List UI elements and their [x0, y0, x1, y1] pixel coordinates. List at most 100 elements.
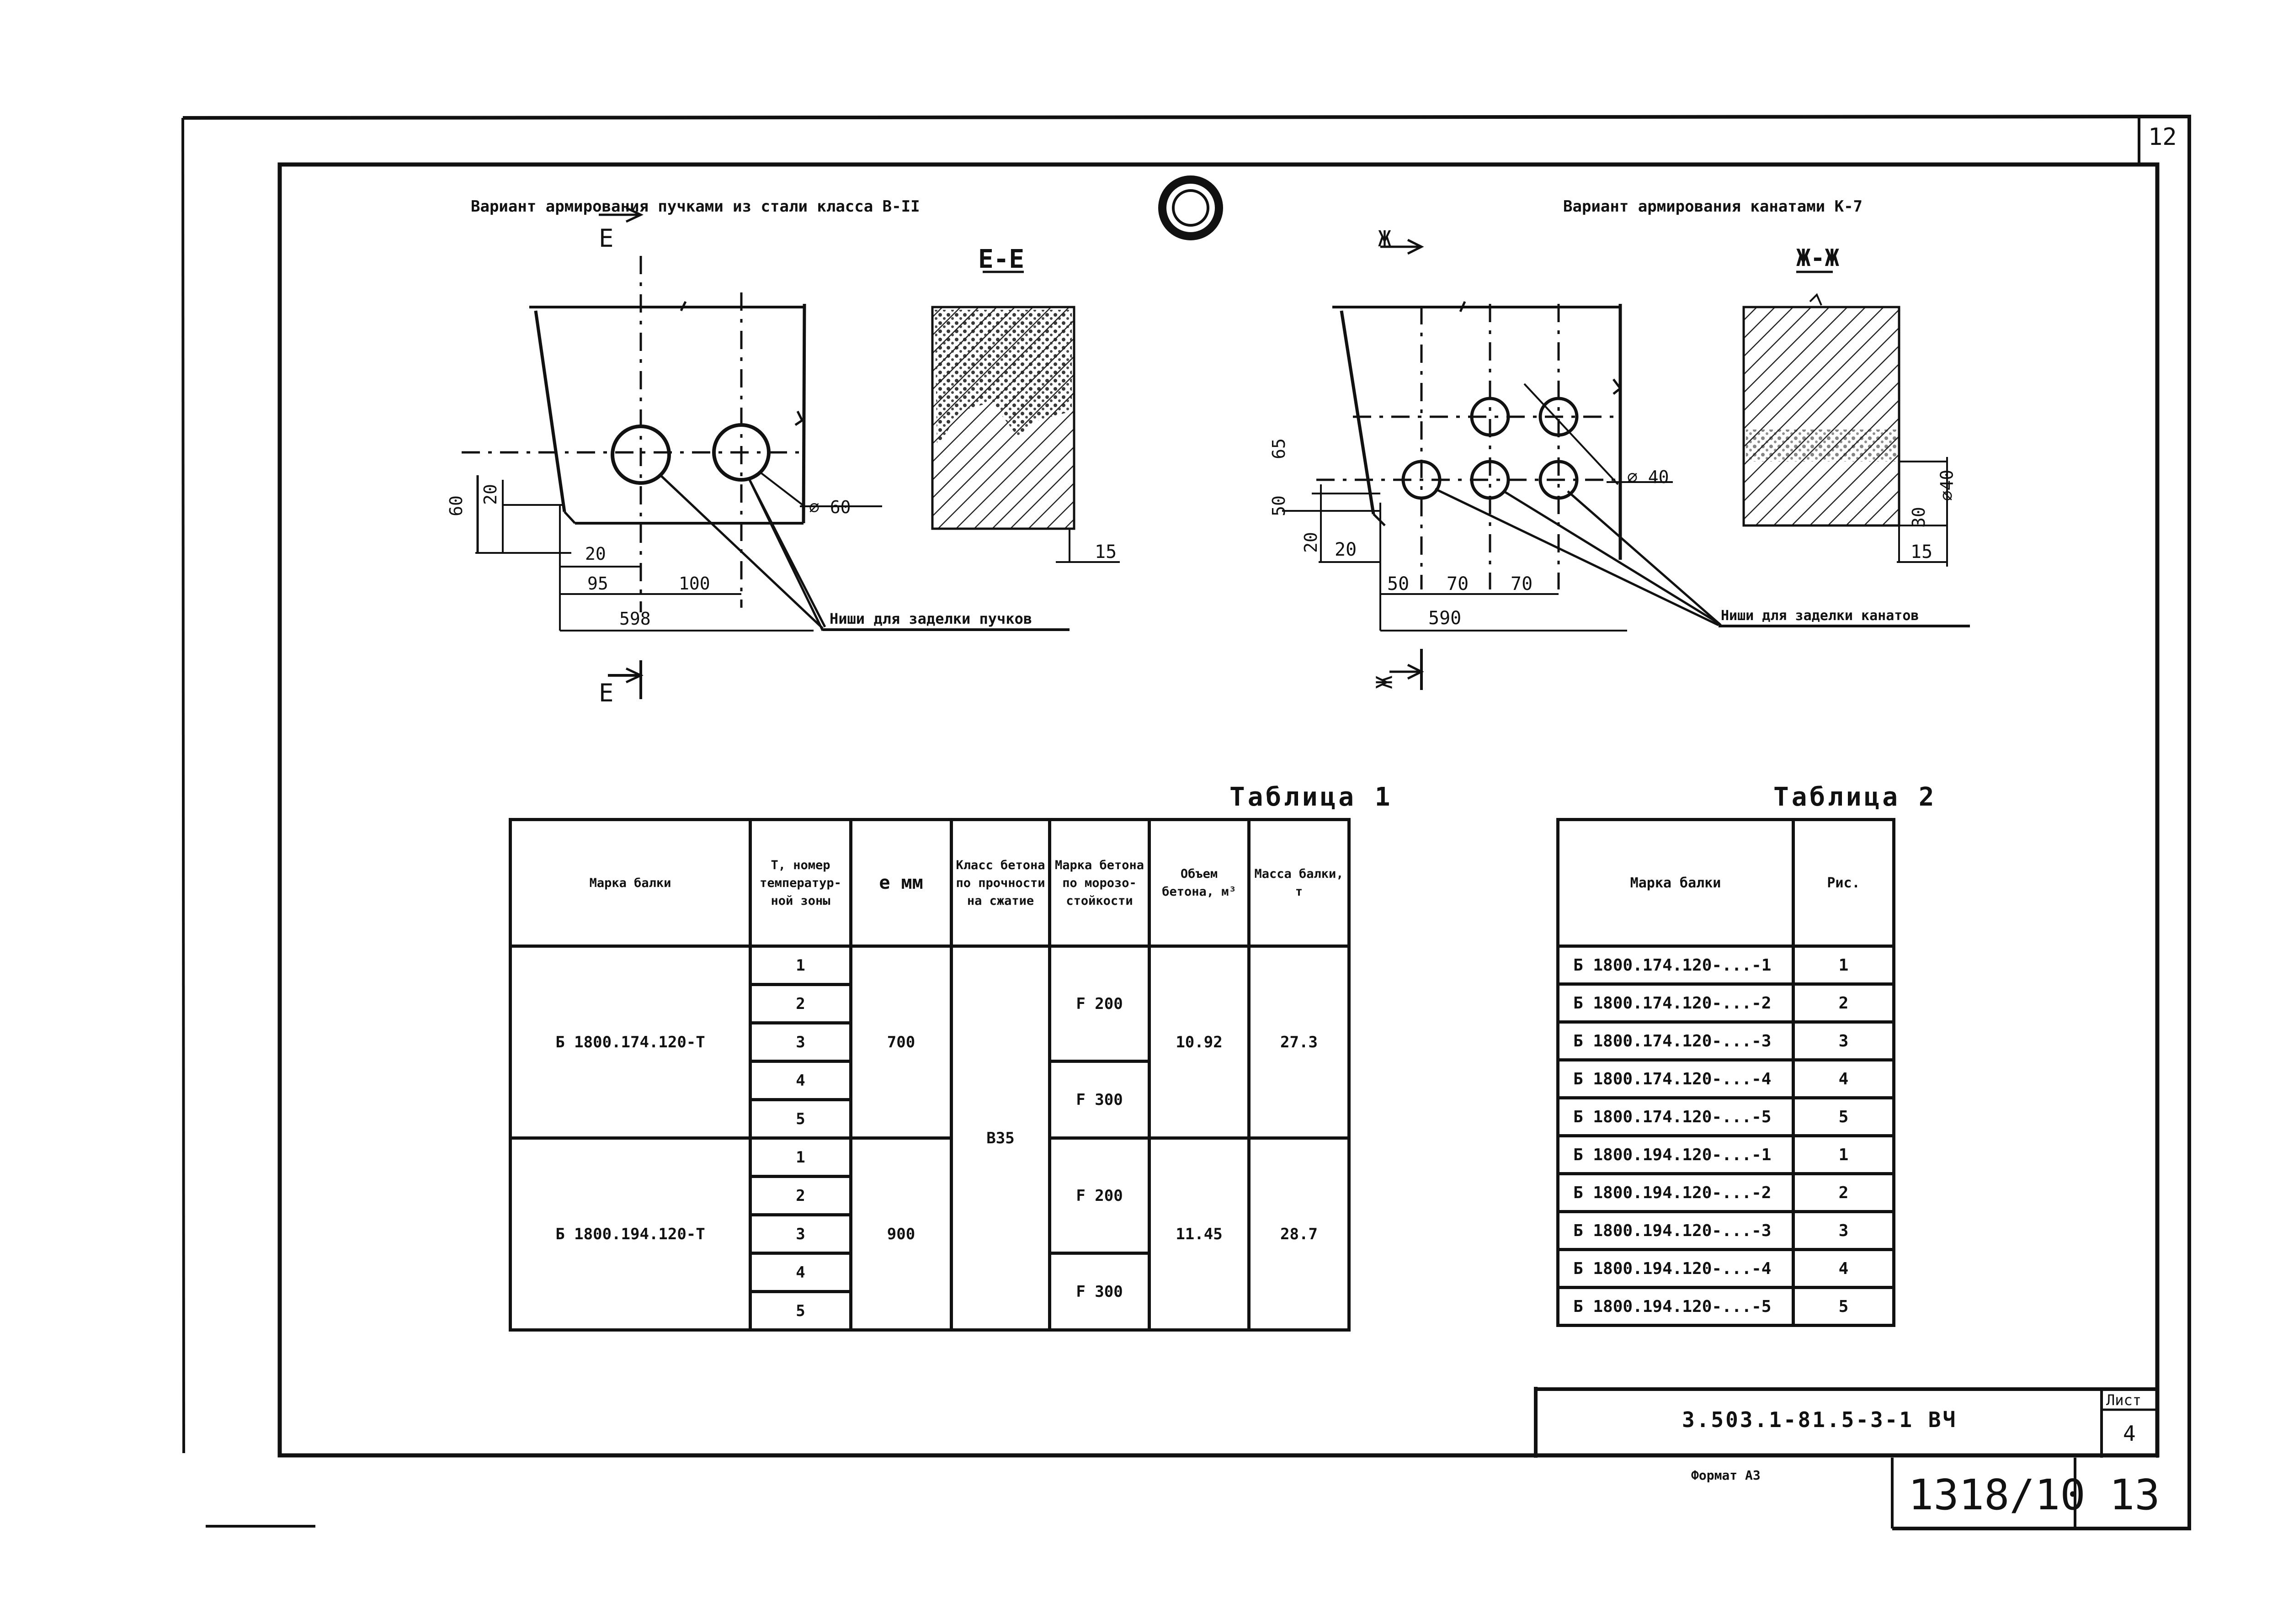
table-row: 3: [511, 1021, 1349, 1063]
table-row: 2: [511, 983, 1349, 1024]
t2-fig: 1: [1792, 945, 1895, 986]
right-cut-mark-bottom: Ж: [1372, 675, 1398, 689]
t2-fig: 4: [1792, 1248, 1895, 1289]
right-section-view: [1742, 271, 1948, 567]
t1-zone: 4: [749, 1060, 852, 1101]
table-1: Марка балки Т, номер температур-ной зоны…: [509, 818, 1351, 1332]
t1-zone: 1: [749, 1136, 852, 1178]
archive-number: 1318/10: [1908, 1470, 2086, 1519]
diameter-60-label: ⌀ 60: [809, 497, 851, 517]
dim-65: 65: [1268, 438, 1289, 459]
t1-mass-2: 28.7: [1247, 1136, 1351, 1332]
table2-caption: Таблица 2: [1773, 782, 1937, 812]
t1-frost-1a: F 200: [1048, 945, 1151, 1063]
t1-header-volume: Объем бетона, м³: [1148, 818, 1251, 948]
table-row: Б 1800.174.120-Т 1 700 В35 F 200 10.92 2…: [509, 945, 1351, 1332]
t2-mark: Б 1800.174.120-...-2: [1556, 982, 1795, 1024]
table-row: 4 F 300: [511, 1252, 1349, 1332]
dim-95: 95: [587, 573, 608, 594]
t1-header-class: Класс бетона по прочности на сжатие: [950, 818, 1051, 948]
t1-zone: 3: [749, 1021, 852, 1063]
t1-concrete-class: В35: [950, 945, 1051, 1332]
right-section-title: Ж-Ж: [1796, 244, 1839, 272]
right-callout: Ниши для заделки канатов: [1721, 608, 1919, 624]
diameter-40-vertical: ⌀40: [1937, 469, 1957, 501]
format-label: Формат А3: [1691, 1468, 1761, 1483]
t2-mark: Б 1800.174.120-...-1: [1556, 945, 1795, 986]
left-callout: Ниши для заделки пучков: [830, 610, 1032, 627]
right-cut-mark-top: Ж: [1378, 226, 1391, 252]
t2-fig: 1: [1792, 1134, 1895, 1175]
t1-volume-2: 11.45: [1148, 1136, 1251, 1332]
t1-volume-1: 10.92: [1148, 945, 1251, 1140]
t1-zone: 4: [749, 1252, 852, 1293]
t1-e-1: 700: [849, 945, 953, 1140]
left-cut-mark-top: Е: [599, 224, 614, 253]
dim-15-left: 15: [1095, 541, 1117, 563]
right-beam-end-drawing: [1282, 239, 1970, 690]
t2-fig: 3: [1792, 1210, 1895, 1251]
t2-mark: Б 1800.174.120-...-5: [1556, 1096, 1795, 1137]
title-block-lines: [1534, 1387, 2189, 1530]
t1-frost-2b: F 300: [1048, 1252, 1151, 1332]
table-row: 4 F 300: [511, 1060, 1349, 1140]
t2-fig: 5: [1792, 1096, 1895, 1137]
dim-598: 598: [619, 609, 651, 629]
table-row: 5: [511, 1290, 1349, 1332]
dim-590: 590: [1428, 608, 1462, 629]
t2-mark: Б 1800.174.120-...-4: [1556, 1058, 1795, 1099]
t2-header-mark: Марка балки: [1556, 818, 1795, 948]
sheet-corner-number: 12: [2148, 123, 2177, 151]
sheet-label: Лист: [2106, 1391, 2142, 1409]
t1-mark-2: Б 1800.194.120-Т: [509, 1136, 752, 1332]
dim-50-vertical: 50: [1268, 495, 1289, 516]
t2-fig: 5: [1792, 1286, 1895, 1327]
right-figure-title: Вариант армирования канатами К-7: [1563, 197, 1863, 216]
dim-20-vertical: 20: [480, 484, 500, 505]
document-code: 3.503.1-81.5-3-1 ВЧ: [1682, 1407, 1958, 1432]
t2-mark: Б 1800.194.120-...-1: [1556, 1134, 1795, 1175]
t2-mark: Б 1800.194.120-...-3: [1556, 1210, 1795, 1251]
t1-header-mass: Масса балки, т: [1247, 818, 1351, 948]
sheet-number: 4: [2123, 1421, 2136, 1446]
dim-20-horizontal-right: 20: [1335, 539, 1357, 560]
dim-100: 100: [679, 573, 710, 594]
t1-header-mark: Марка балки: [509, 818, 752, 948]
table-row: 5: [511, 1098, 1349, 1140]
t1-zone: 2: [749, 983, 852, 1024]
t1-zone: 2: [749, 1175, 852, 1216]
t1-zone: 3: [749, 1213, 852, 1255]
t2-fig: 2: [1792, 982, 1895, 1024]
t2-mark: Б 1800.194.120-...-2: [1556, 1172, 1795, 1213]
t2-fig: 3: [1792, 1020, 1895, 1061]
t1-frost-2a: F 200: [1048, 1136, 1151, 1255]
dim-20-horizontal: 20: [585, 544, 606, 564]
table1-caption: Таблица 1: [1229, 782, 1393, 812]
t1-mark-1: Б 1800.174.120-Т: [509, 945, 752, 1140]
t2-fig: 4: [1792, 1058, 1895, 1099]
table-row: Б 1800.194.120-Т 1 900 F 200 11.45 28.7: [509, 1136, 1351, 1332]
page-number: 13: [2109, 1470, 2160, 1519]
dim-20-vertical-right: 20: [1300, 532, 1321, 553]
dim-15-right: 15: [1910, 541, 1933, 563]
t1-zone: 1: [749, 945, 852, 986]
t2-mark: Б 1800.194.120-...-5: [1556, 1286, 1795, 1327]
t2-header-fig: Рис.: [1792, 818, 1895, 948]
t2-mark: Б 1800.174.120-...-3: [1556, 1020, 1795, 1061]
table-row: 2: [511, 1175, 1349, 1216]
t1-header-e: е мм: [849, 818, 953, 948]
ring-symbol: [1158, 175, 1223, 240]
left-section-title: Е-Е: [978, 244, 1025, 274]
diameter-40-label: ⌀ 40: [1627, 467, 1669, 487]
dim-50-horizontal: 50: [1387, 573, 1410, 594]
